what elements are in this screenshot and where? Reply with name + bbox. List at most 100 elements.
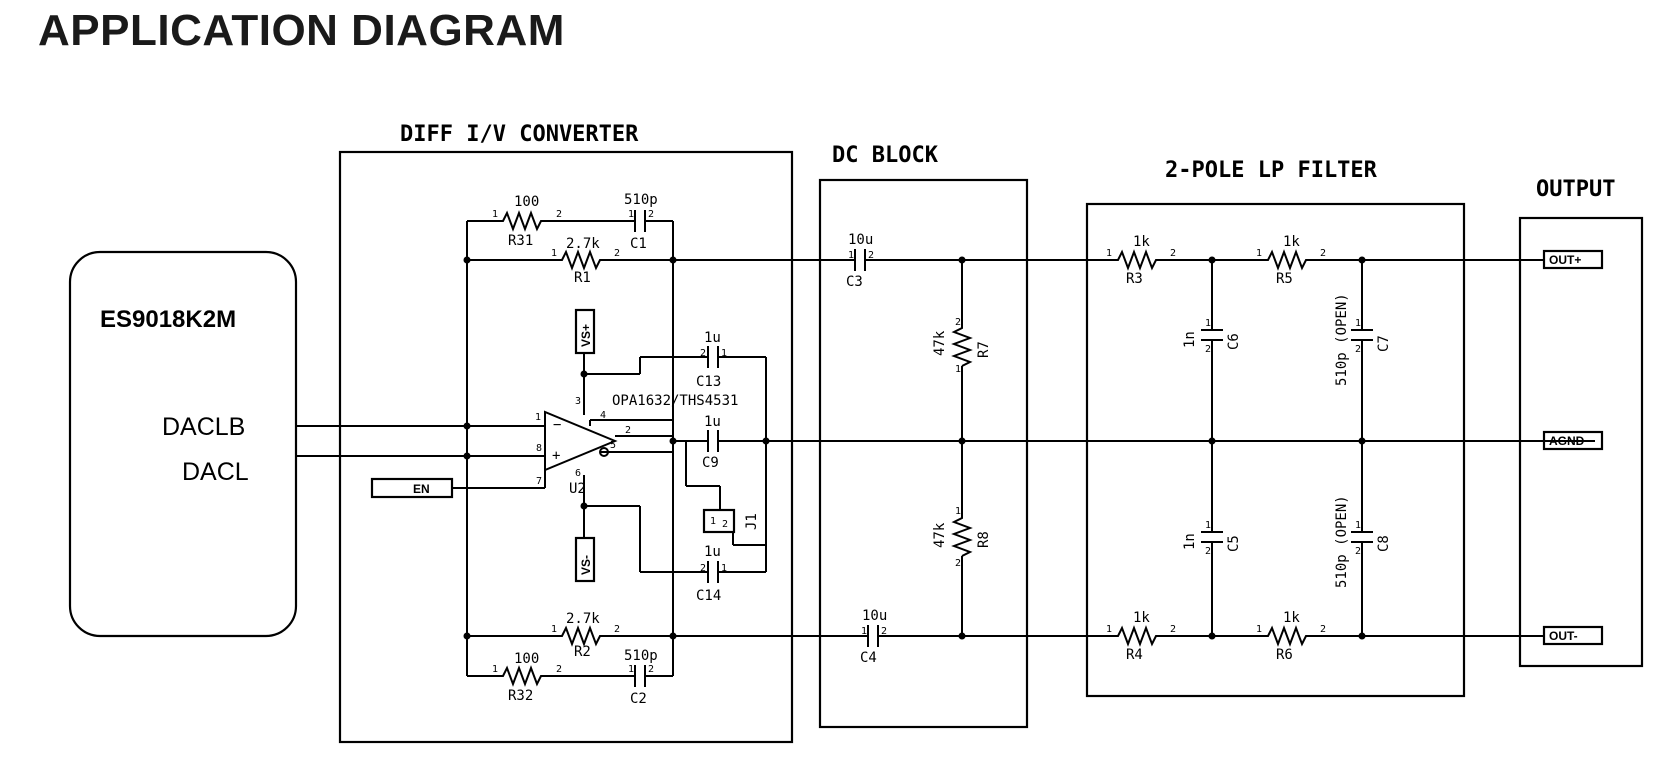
iv-converter-box	[338, 150, 794, 744]
resistor-r3-symbol	[1112, 249, 1168, 271]
svg-text:1: 1	[535, 412, 541, 423]
c13-ref: C13	[696, 374, 721, 390]
svg-text:1: 1	[492, 209, 498, 220]
r7-value: 47k	[932, 330, 948, 356]
agnd-label: AGND	[1549, 434, 1585, 448]
c2-value: 510p	[624, 648, 658, 664]
out-pos-port[interactable]	[1542, 249, 1604, 270]
c4-ref: C4	[860, 650, 877, 666]
j1-ref: J1	[744, 513, 760, 530]
r7-ref: R7	[976, 341, 992, 358]
resistor-r2-symbol	[556, 625, 612, 647]
r1-ref: R1	[574, 270, 591, 286]
c3-value: 10u	[848, 232, 873, 248]
svg-text:2: 2	[1320, 624, 1326, 635]
svg-text:1: 1	[1256, 624, 1262, 635]
svg-text:2: 2	[868, 250, 874, 261]
vs-neg-box	[574, 536, 596, 583]
r6-ref: R6	[1276, 647, 1293, 663]
svg-text:1: 1	[955, 506, 961, 517]
opamp-plus-sign: +	[552, 448, 560, 464]
out-neg-port[interactable]	[1542, 625, 1604, 646]
svg-text:1: 1	[721, 563, 727, 574]
r5-value: 1k	[1283, 234, 1300, 250]
out-neg-label: OUT-	[1549, 629, 1578, 643]
dac-chip-block	[68, 250, 298, 638]
r1-value: 2.7k	[566, 236, 600, 252]
resistor-r31-symbol	[497, 210, 553, 232]
r3-ref: R3	[1126, 271, 1143, 287]
svg-text:1: 1	[628, 664, 634, 675]
c3-ref: C3	[846, 274, 863, 290]
svg-text:2: 2	[556, 664, 562, 675]
svg-text:1: 1	[1256, 248, 1262, 259]
svg-text:1: 1	[1205, 318, 1211, 329]
svg-text:1: 1	[1205, 520, 1211, 531]
svg-text:2: 2	[556, 209, 562, 220]
svg-text:1: 1	[492, 664, 498, 675]
dc-block-title: DC BLOCK	[832, 143, 939, 168]
r4-value: 1k	[1133, 610, 1150, 626]
svg-text:4: 4	[600, 410, 606, 421]
opamp-pin-numbers: 1 8 3 4 2 5 6 7	[535, 396, 631, 487]
dc-block-box	[818, 178, 1029, 729]
c6-ref: C6	[1226, 333, 1242, 350]
c13-value: 1u	[704, 330, 721, 346]
opamp-u2-symbol: − +	[544, 410, 618, 472]
c9-ref: C9	[702, 455, 719, 471]
resistor-r8-symbol	[951, 512, 973, 557]
agnd-port[interactable]	[1542, 430, 1604, 451]
svg-text:1: 1	[628, 209, 634, 220]
junction-dots	[463, 256, 1366, 640]
svg-text:2: 2	[1205, 344, 1211, 355]
wires	[296, 220, 1595, 677]
resistor-r6-symbol	[1262, 625, 1318, 647]
r2-ref: R2	[574, 644, 591, 660]
r32-value: 100	[514, 651, 539, 667]
capacitor-c3-symbol	[854, 249, 866, 271]
en-label: EN	[413, 482, 430, 496]
svg-text:2: 2	[881, 626, 887, 637]
svg-text:2: 2	[1170, 248, 1176, 259]
vs-neg-label: VS-	[579, 555, 593, 575]
svg-text:8: 8	[536, 443, 542, 454]
r8-value: 47k	[932, 522, 948, 548]
svg-text:3: 3	[575, 396, 581, 407]
resistor-r4-symbol	[1112, 625, 1168, 647]
capacitor-c2-symbol	[634, 665, 646, 687]
r3-value: 1k	[1133, 234, 1150, 250]
jumper-j1	[702, 508, 736, 534]
vs-pos-box	[574, 308, 596, 355]
opamp-ref: U2	[569, 481, 586, 497]
r31-ref: R31	[508, 233, 533, 249]
capacitor-c14-symbol	[707, 561, 719, 583]
capacitor-c1-symbol	[634, 210, 646, 232]
iv-converter-title: DIFF I/V CONVERTER	[400, 122, 639, 147]
svg-text:2: 2	[1355, 546, 1361, 557]
svg-text:1: 1	[1355, 318, 1361, 329]
c6-value: 1n	[1182, 331, 1198, 348]
dacb-label: DACLB	[162, 413, 245, 441]
svg-text:2: 2	[614, 248, 620, 259]
lp-filter-title: 2-POLE LP FILTER	[1165, 158, 1378, 183]
page-title: APPLICATION DIAGRAM	[38, 6, 565, 55]
svg-text:2: 2	[1355, 344, 1361, 355]
c5-ref: C5	[1226, 535, 1242, 552]
vs-pos-label: VS+	[579, 324, 593, 347]
svg-text:2: 2	[648, 664, 654, 675]
c2-ref: C2	[630, 691, 647, 707]
lp-filter-box	[1085, 202, 1466, 698]
r5-ref: R5	[1276, 271, 1293, 287]
svg-text:6: 6	[575, 468, 581, 479]
svg-text:1: 1	[1106, 248, 1112, 259]
resistor-r5-symbol	[1262, 249, 1318, 271]
capacitor-c5-symbol	[1201, 531, 1223, 543]
svg-text:2: 2	[625, 425, 631, 436]
svg-text:5: 5	[610, 440, 616, 451]
svg-text:1: 1	[861, 626, 867, 637]
capacitor-c6-symbol	[1201, 329, 1223, 341]
resistor-r7-symbol	[951, 322, 973, 367]
chip-name: ES9018K2M	[100, 306, 236, 333]
j1-pin1: 1	[710, 516, 716, 527]
